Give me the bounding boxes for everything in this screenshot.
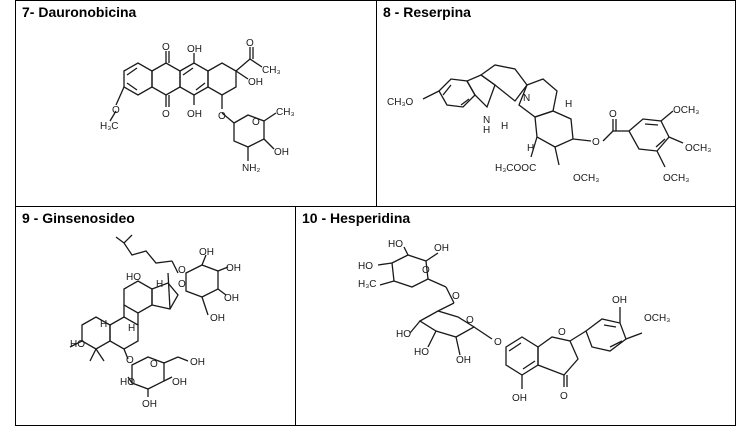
atom-label: O xyxy=(112,105,120,116)
atom-label: H xyxy=(128,323,135,334)
atom-label: HO xyxy=(396,329,411,340)
atom-label: H xyxy=(483,125,490,136)
atom-label: OH xyxy=(274,147,289,158)
atom-label: O xyxy=(466,315,474,326)
atom-label: HO xyxy=(358,261,373,272)
cell-daunorubicin: 7- Dauronobicina xyxy=(15,0,377,207)
ring xyxy=(131,356,165,390)
atom-label: H₃C xyxy=(100,121,119,132)
atom-label: OCH₃ xyxy=(573,173,599,184)
atom-label: OH xyxy=(142,399,157,410)
atom-label: O xyxy=(178,265,186,276)
atom-label: OH xyxy=(512,393,527,404)
atom-label: H xyxy=(100,319,107,330)
atom-label: OH xyxy=(434,243,449,254)
structure-ginsenoside: HO H O O OH OH OH OH H H HO O O OH HO OH… xyxy=(69,234,241,410)
atom-label: CH₃O xyxy=(387,97,414,108)
atom-label: O xyxy=(494,337,502,348)
atom-label: O xyxy=(126,355,134,366)
atom-label: N xyxy=(483,115,490,126)
atom-label: HO xyxy=(70,339,85,350)
cell-title: 7- Dauronobicina xyxy=(22,4,137,20)
atom-label: O xyxy=(218,111,226,122)
atom-label: H₃COOC xyxy=(495,163,536,174)
atom-label: HO xyxy=(126,272,141,283)
atom-label: O xyxy=(246,38,254,49)
atom-label: H xyxy=(527,143,534,154)
atom-label: OH xyxy=(187,44,202,55)
atom-label: OCH₃ xyxy=(644,313,670,324)
atom-label: O xyxy=(592,137,600,148)
atom-label: O xyxy=(452,291,460,302)
ring xyxy=(466,74,496,109)
atom-label: N xyxy=(523,93,530,104)
ring xyxy=(123,62,153,96)
atom-label: H xyxy=(565,99,572,110)
atom-label: O xyxy=(150,359,158,370)
atom-label: HO xyxy=(388,239,403,250)
atom-label: O xyxy=(558,327,566,338)
atom-label: OH xyxy=(456,355,471,366)
atom-label: OH xyxy=(248,77,263,88)
structure-hesperidin: OH HO O H₃C HO O HO O HO OH O O OH OCH₃ … xyxy=(358,239,670,404)
ring xyxy=(123,280,153,314)
atom-label: O xyxy=(422,265,430,276)
ring xyxy=(179,62,209,96)
ring xyxy=(185,264,219,298)
atom-label: O xyxy=(162,109,170,120)
atom-label: H xyxy=(156,279,163,290)
ring xyxy=(537,336,579,376)
atom-label: OH xyxy=(226,263,241,274)
cell-title: 9 - Ginsenosideo xyxy=(22,210,135,226)
atom-label: O xyxy=(178,279,186,290)
atom-label: OCH₃ xyxy=(663,173,689,184)
atom-label: OCH₃ xyxy=(673,105,699,116)
ring xyxy=(151,62,181,96)
ring xyxy=(207,62,237,96)
atom-label: OH xyxy=(210,313,225,324)
atom-label: O xyxy=(162,42,170,53)
atom-label: CH₃ xyxy=(262,65,281,76)
atom-label: OH xyxy=(199,247,214,258)
cell-reserpine: 8 - Reserpina CH₃O N N xyxy=(376,0,736,207)
atom-label: OH xyxy=(187,109,202,120)
cell-ginsenoside: 9 - Ginsenosideo HO H xyxy=(15,206,296,426)
cell-title: 8 - Reserpina xyxy=(383,4,471,20)
atom-label: OCH₃ xyxy=(685,143,711,154)
ring xyxy=(585,318,627,352)
ring xyxy=(505,336,539,376)
atom-label: H₃C xyxy=(358,279,377,290)
atom-label: OH xyxy=(172,377,187,388)
atom-label: H xyxy=(501,121,508,132)
ring xyxy=(479,64,528,102)
atom-label: O xyxy=(252,117,260,128)
atom-label: HO xyxy=(414,347,429,358)
ring xyxy=(534,110,574,148)
structure-daunorubicin: O OH O CH₃ OH O OH O O CH₃ OH NH₂ O H₃C xyxy=(100,38,295,174)
ring xyxy=(151,282,179,310)
cell-hesperidin: 10 - Hesperidina OH HO O xyxy=(295,206,736,426)
atom-label: OH xyxy=(224,293,239,304)
atom-label: O xyxy=(609,109,617,120)
atom-label: CH₃ xyxy=(276,107,295,118)
atom-label: OH xyxy=(190,357,205,368)
atom-label: OH xyxy=(612,295,627,306)
structure-reserpine: CH₃O N N H H H H O O OCH₃ OCH₃ OCH₃ H₃CO… xyxy=(387,64,711,184)
cell-title: 10 - Hesperidina xyxy=(302,210,411,226)
atom-label: O xyxy=(560,391,568,402)
atom-label: HO xyxy=(120,377,135,388)
atom-label: NH₂ xyxy=(242,163,260,174)
